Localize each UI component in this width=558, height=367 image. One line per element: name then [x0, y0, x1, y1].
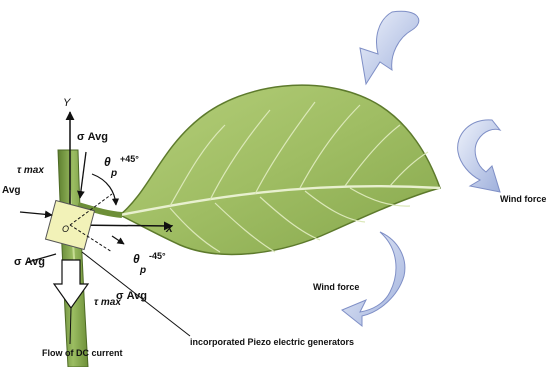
sigma-avg-top: σ Avg	[77, 131, 108, 143]
curved-arrow-icon	[458, 120, 500, 192]
stem	[58, 150, 88, 367]
theta-subscript: p	[110, 168, 117, 179]
theta-plus-label: θ p +45°	[104, 154, 139, 179]
tau-max-bottom: τ max	[94, 297, 121, 308]
origin-label: O	[62, 224, 69, 234]
curved-arrow-icon	[342, 232, 405, 326]
theta-plus-value: +45°	[120, 154, 139, 164]
theta-symbol: θ	[133, 252, 140, 266]
dc-flow-label: Flow of DC current	[42, 348, 123, 358]
piezo-label: incorporated Piezo electric generators	[190, 337, 354, 347]
curved-arrow-icon	[360, 11, 419, 84]
wind-force-label-right: Wind force	[500, 194, 546, 204]
theta-minus-label: θ p -45°	[133, 251, 166, 276]
theta-subscript: p	[139, 265, 146, 276]
wind-force-label-lower: Wind force	[313, 282, 359, 292]
x-axis-label: X	[165, 224, 174, 235]
leaf	[78, 85, 440, 254]
tau-max-left: τ max	[17, 165, 44, 176]
sigma-avg-left-lower: σ Avg	[14, 256, 45, 268]
theta-minus-value: -45°	[149, 251, 166, 261]
y-axis-label: Y	[63, 97, 71, 109]
avg-left-cut: Avg	[2, 185, 21, 196]
theta-symbol: θ	[104, 155, 111, 169]
